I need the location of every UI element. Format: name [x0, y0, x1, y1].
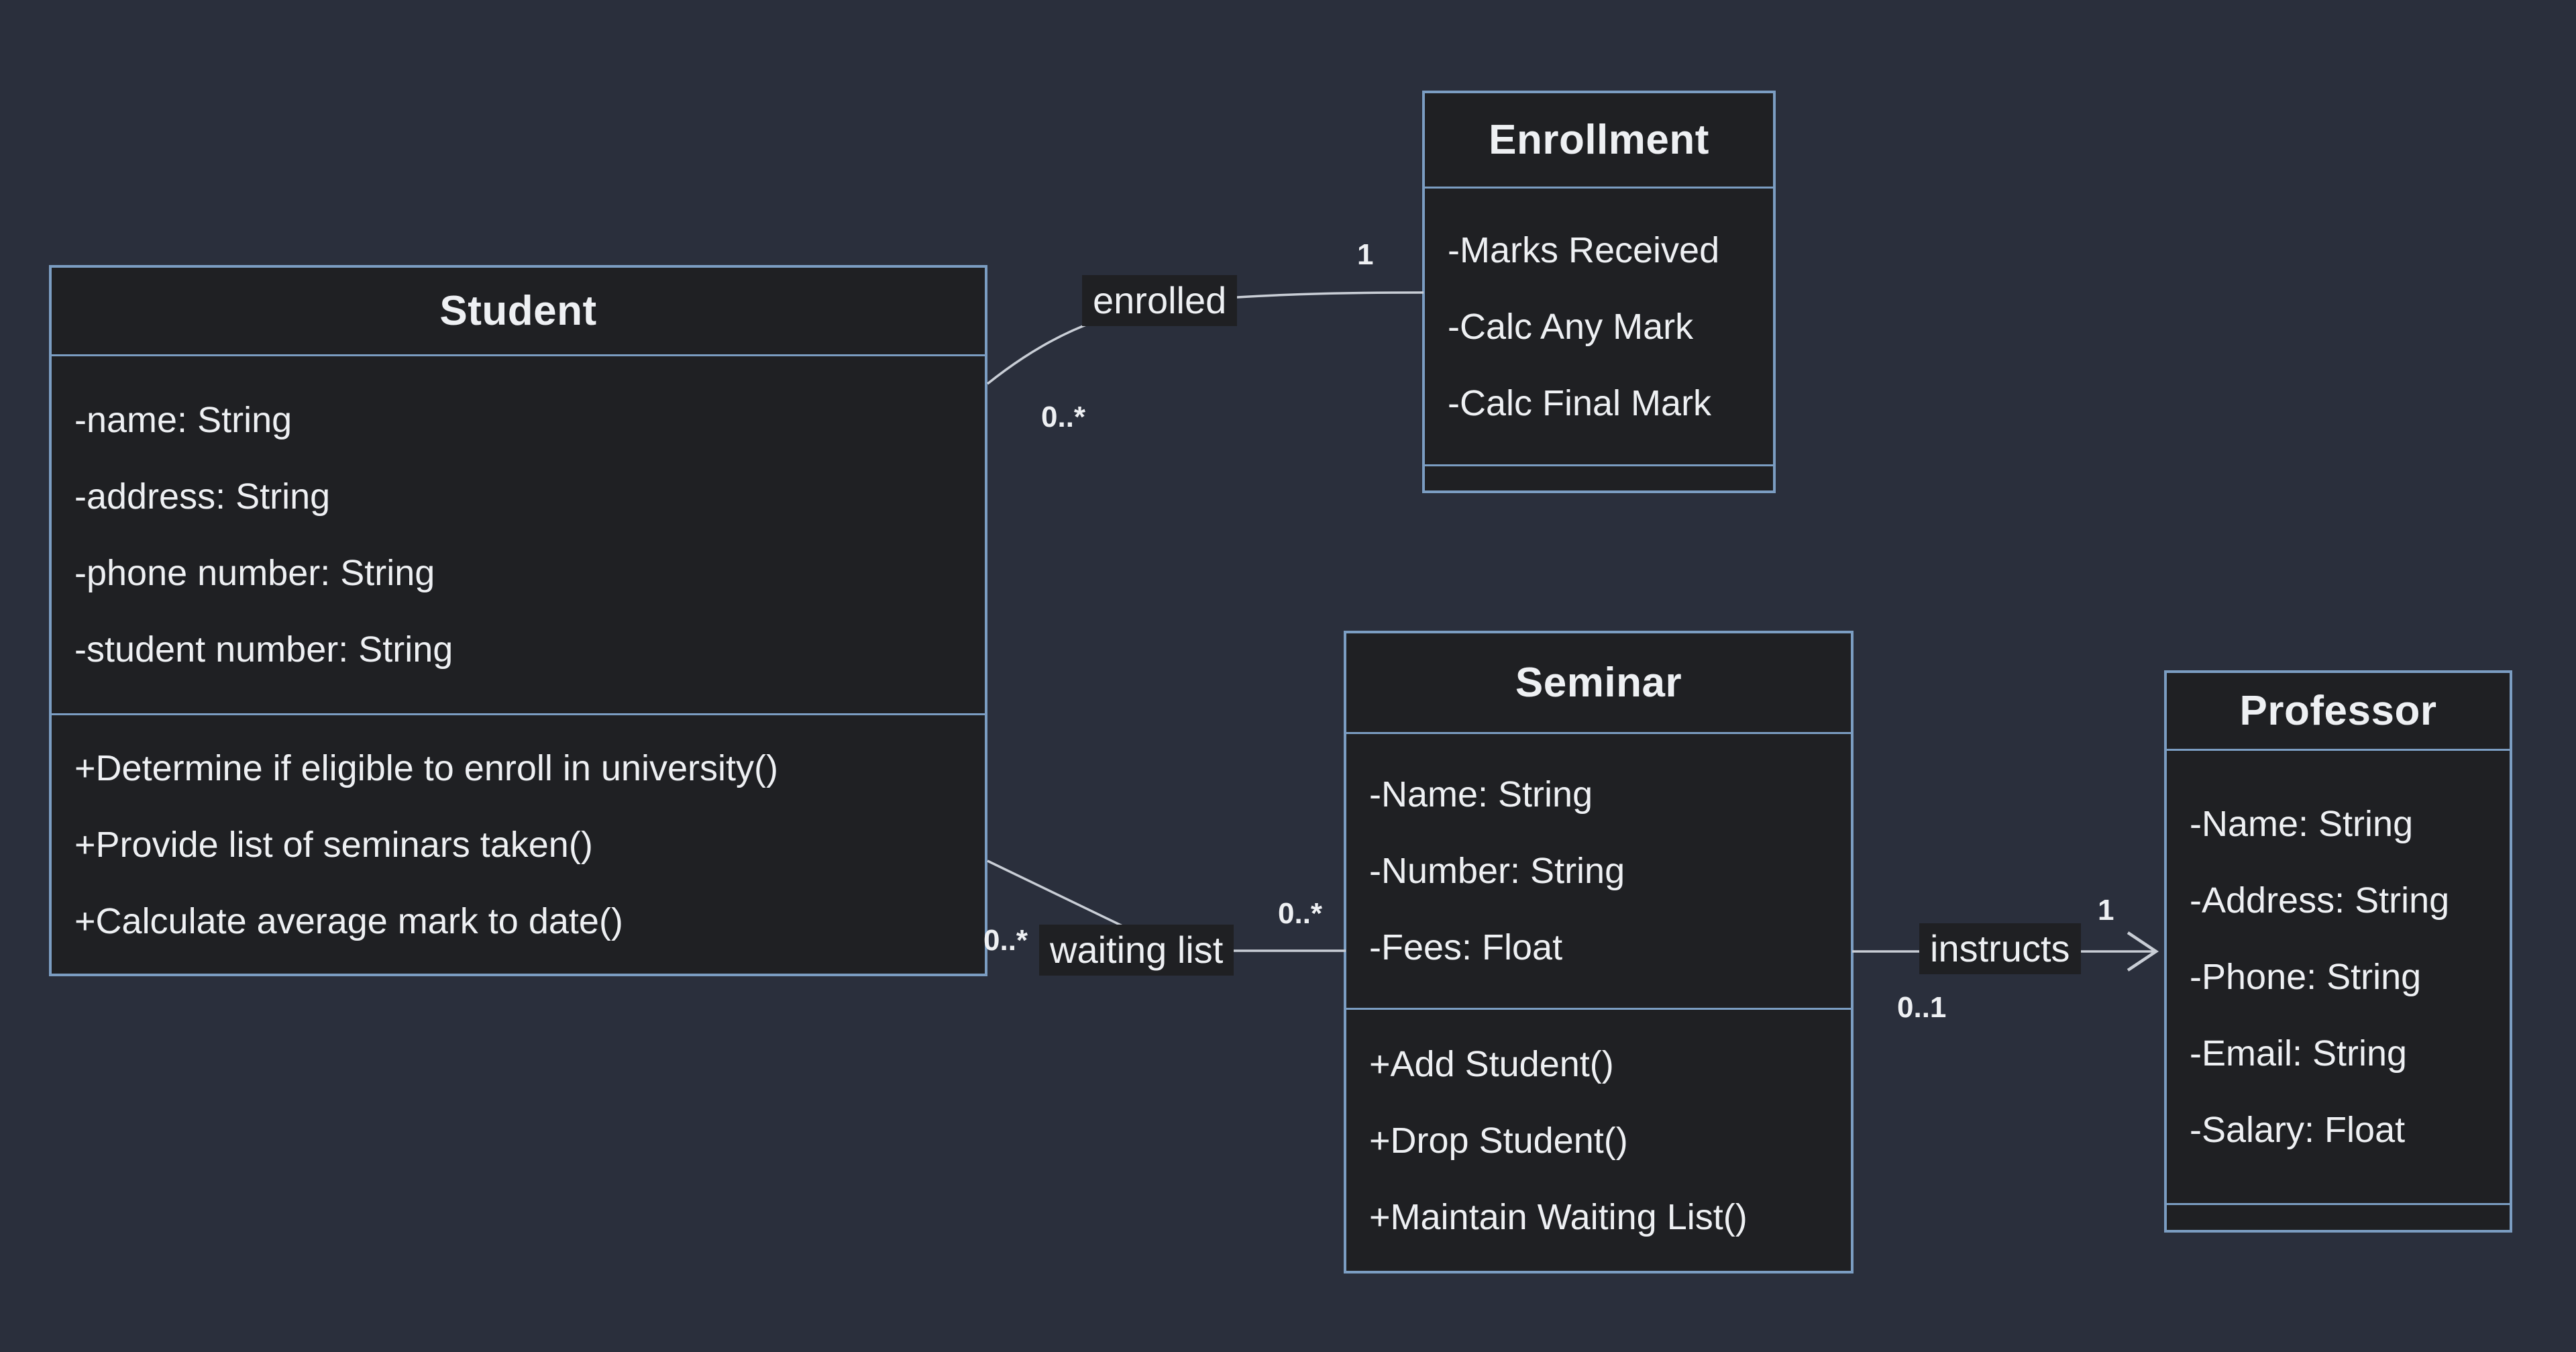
attribute-row: -Fees: Float — [1369, 927, 1563, 968]
class-title-student: Student — [52, 268, 985, 356]
attribute-row: -Name: String — [1369, 774, 1593, 815]
method-row: +Provide list of seminars taken() — [74, 824, 593, 865]
class-title-seminar: Seminar — [1346, 633, 1851, 734]
attribute-row: -Calc Final Mark — [1448, 382, 1712, 423]
class-title-enrollment: Enrollment — [1425, 93, 1773, 189]
method-row: +Determine if eligible to enroll in univ… — [74, 747, 778, 788]
professor-attributes-compartment: -Name: String -Address: String -Phone: S… — [2167, 751, 2510, 1205]
edge-label-enrolled[interactable]: enrolled — [1082, 275, 1238, 326]
attribute-row: -student number: String — [74, 629, 453, 670]
class-title-professor: Professor — [2167, 673, 2510, 751]
seminar-methods-compartment: +Add Student() +Drop Student() +Maintain… — [1346, 1010, 1851, 1271]
class-box-professor[interactable]: Professor -Name: String -Address: String… — [2164, 670, 2512, 1233]
method-row: +Drop Student() — [1369, 1120, 1628, 1161]
attribute-row: -Salary: Float — [2190, 1110, 2406, 1150]
edge-label-instructs[interactable]: instructs — [1919, 923, 2081, 974]
attribute-row: -Marks Received — [1448, 229, 1720, 270]
class-box-seminar[interactable]: Seminar -Name: String -Number: String -F… — [1344, 631, 1854, 1273]
student-methods-compartment: +Determine if eligible to enroll in univ… — [52, 715, 985, 974]
edge-label-waiting-list[interactable]: waiting list — [1039, 925, 1234, 976]
method-row: +Calculate average mark to date() — [74, 900, 623, 941]
attribute-row: -Calc Any Mark — [1448, 306, 1694, 347]
multiplicity-waiting-source: 0..* — [983, 924, 1028, 957]
class-box-student[interactable]: Student -name: String -address: String -… — [49, 265, 987, 976]
instructs-open-arrowhead-icon — [2127, 931, 2159, 972]
seminar-attributes-compartment: -Name: String -Number: String -Fees: Flo… — [1346, 734, 1851, 1010]
multiplicity-instructs-source: 0..1 — [1897, 991, 1947, 1024]
attribute-row: -Address: String — [2190, 880, 2450, 921]
attribute-row: -Name: String — [2190, 804, 2414, 844]
attribute-row: -name: String — [74, 400, 292, 440]
attribute-row: -Email: String — [2190, 1033, 2408, 1074]
multiplicity-waiting-target: 0..* — [1278, 897, 1323, 930]
method-row: +Maintain Waiting List() — [1369, 1196, 1748, 1237]
attribute-row: -address: String — [74, 476, 331, 517]
attribute-row: -Number: String — [1369, 851, 1625, 891]
multiplicity-enrolled-target: 1 — [1357, 238, 1374, 271]
student-attributes-compartment: -name: String -address: String -phone nu… — [52, 356, 985, 715]
attribute-row: -Phone: String — [2190, 957, 2422, 997]
attribute-row: -phone number: String — [74, 553, 435, 593]
method-row: +Add Student() — [1369, 1043, 1614, 1084]
class-box-enrollment[interactable]: Enrollment -Marks Received -Calc Any Mar… — [1422, 91, 1776, 493]
enrollment-attributes-compartment: -Marks Received -Calc Any Mark -Calc Fin… — [1425, 189, 1773, 466]
multiplicity-enrolled-source: 0..* — [1041, 401, 1086, 433]
multiplicity-instructs-target: 1 — [2098, 894, 2114, 927]
